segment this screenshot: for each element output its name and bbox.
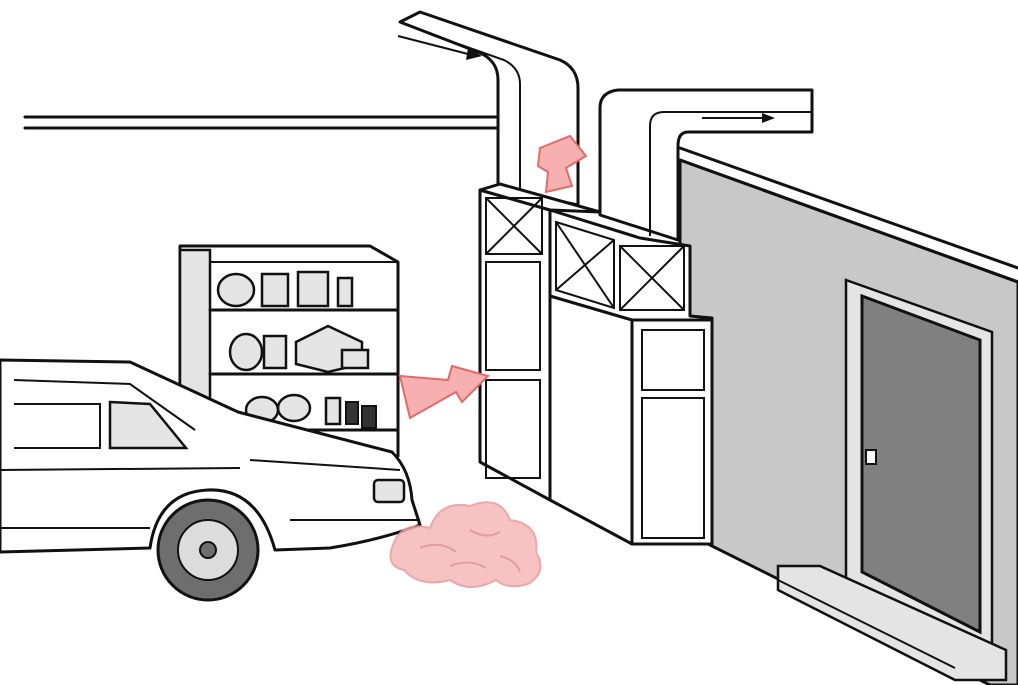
- airflow-arrow-shelf-to-furnace: [400, 366, 488, 418]
- door-knob: [866, 450, 876, 464]
- ceiling-line: [25, 117, 500, 128]
- car-rear-wheel: [158, 500, 258, 600]
